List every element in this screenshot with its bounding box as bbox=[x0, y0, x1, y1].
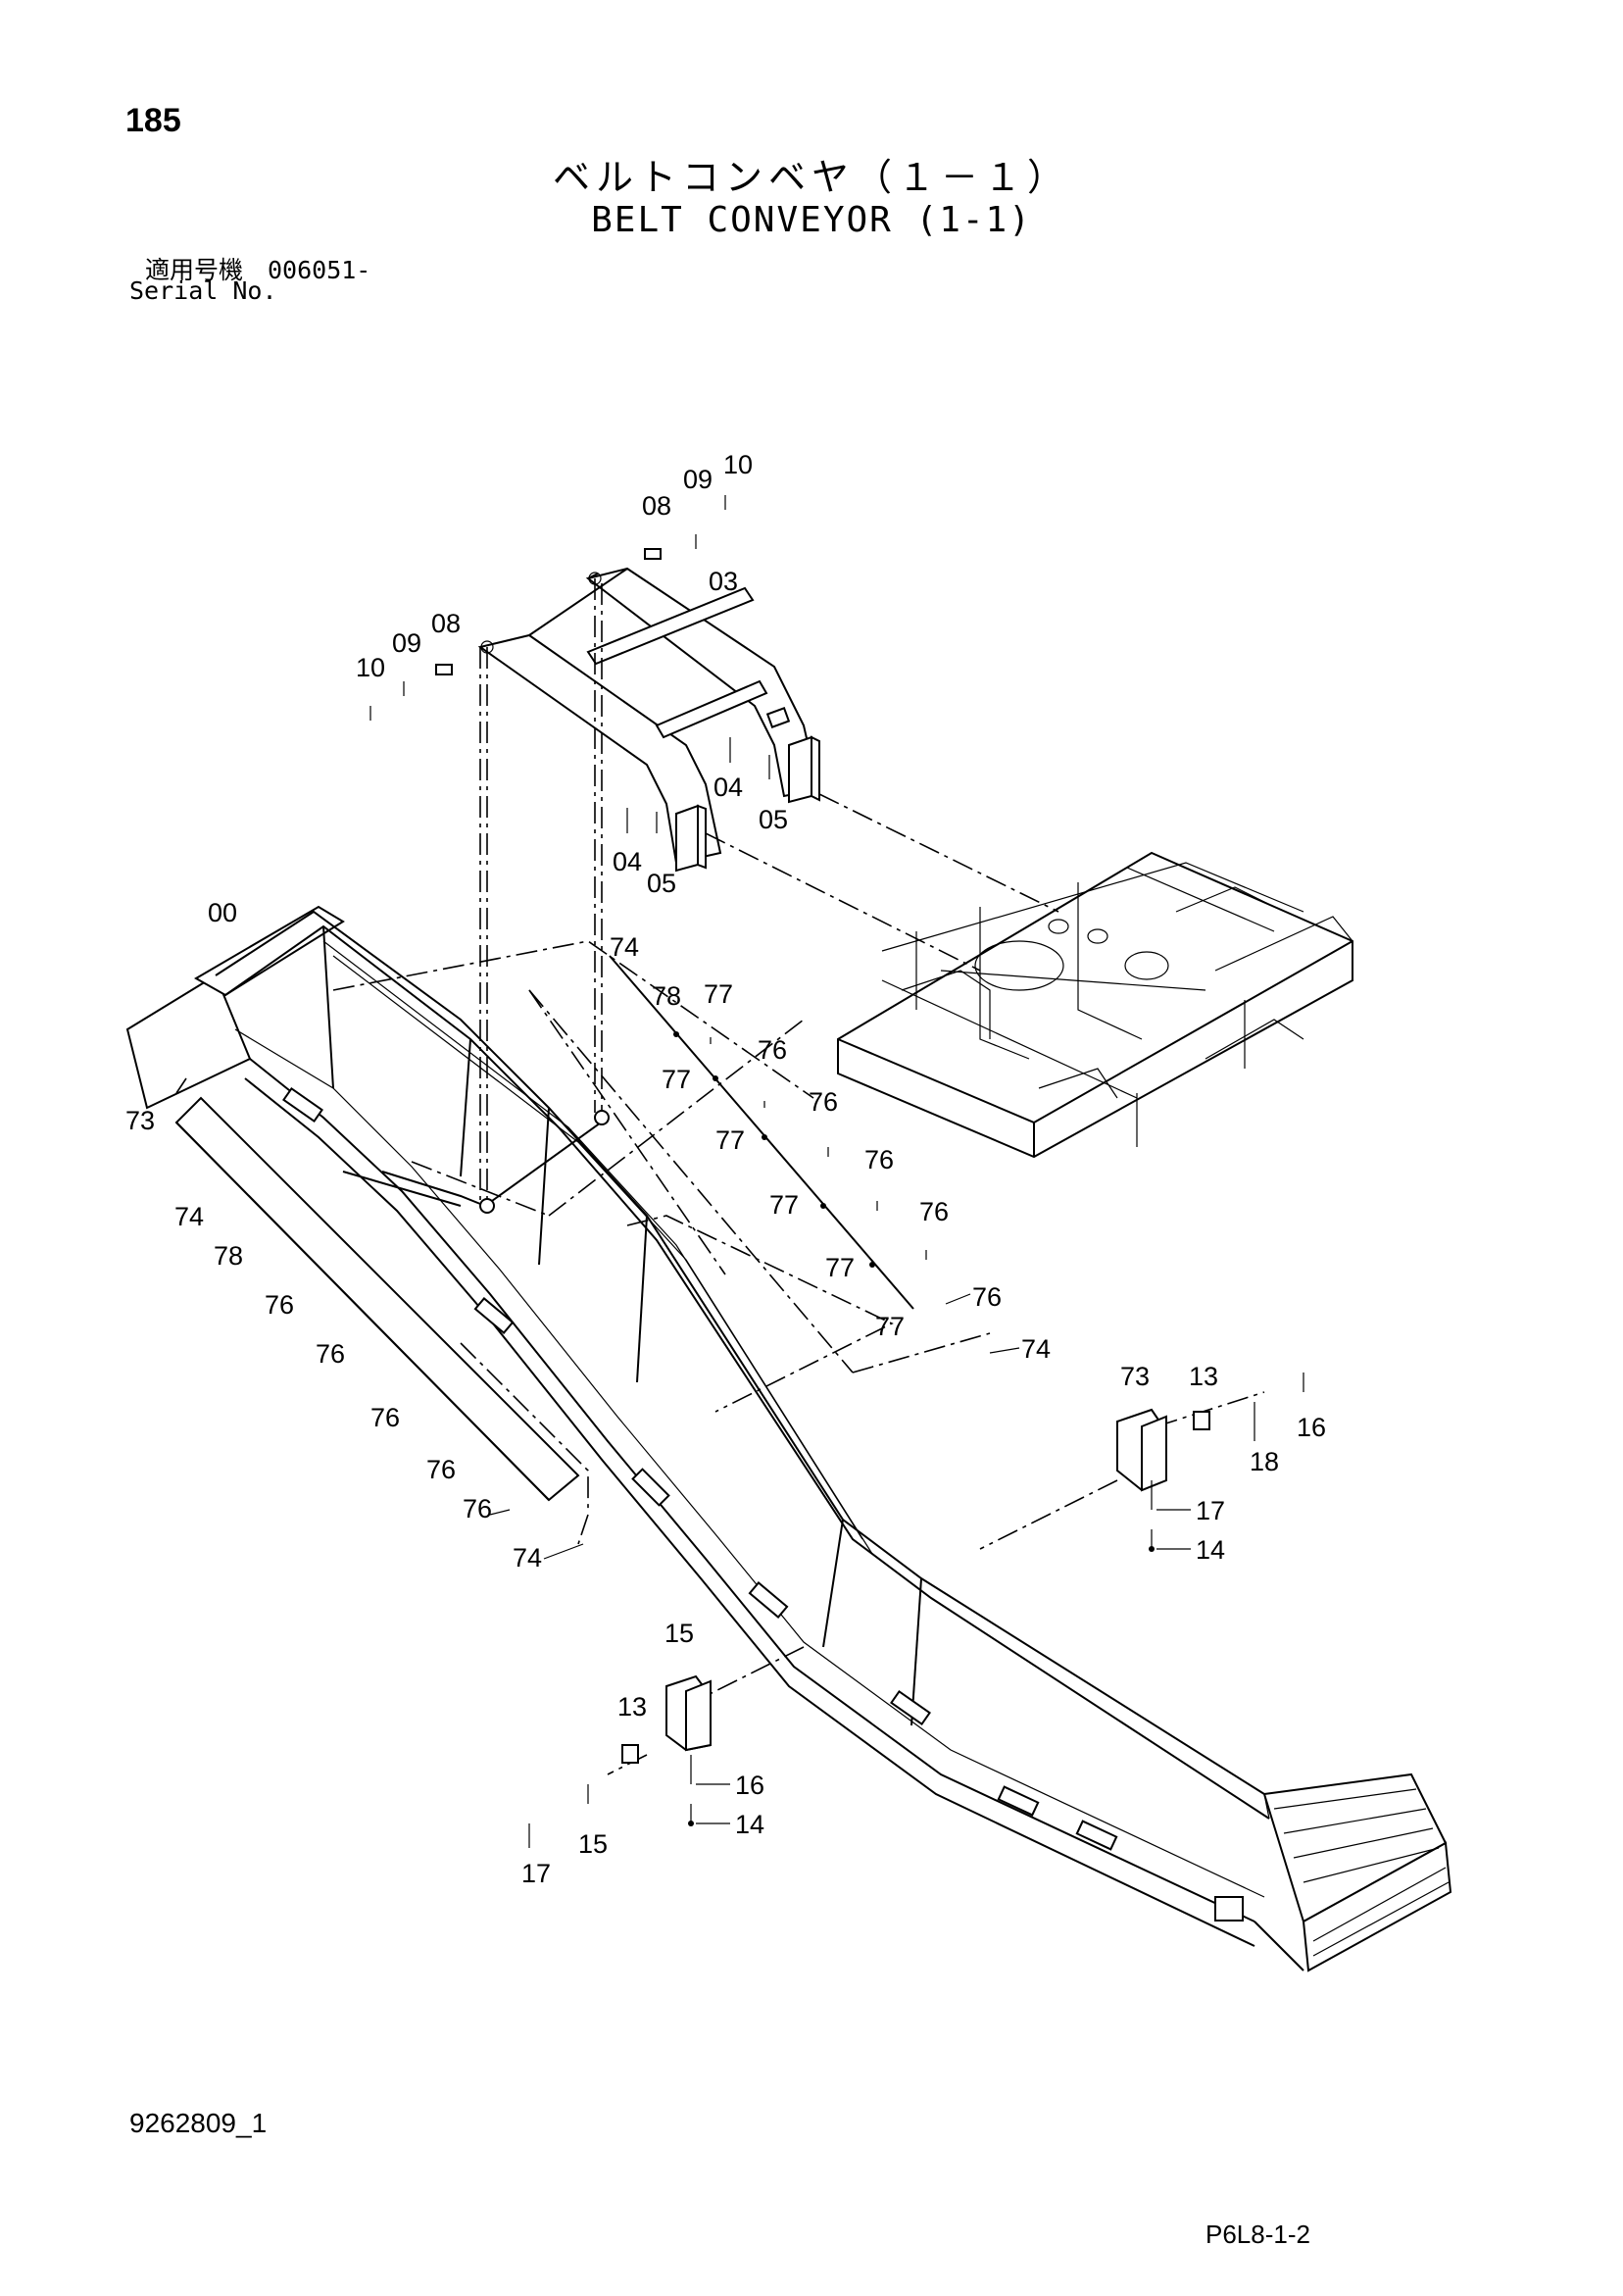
callout: 74 bbox=[174, 1202, 204, 1231]
callout: 15 bbox=[578, 1829, 608, 1859]
callout: 73 bbox=[1120, 1362, 1150, 1391]
callout-ticks bbox=[489, 1293, 1191, 1824]
callout: 78 bbox=[652, 981, 681, 1011]
callout: 74 bbox=[610, 932, 639, 962]
callout: 76 bbox=[463, 1494, 492, 1523]
page-number: 185 bbox=[125, 102, 181, 139]
callout: 04 bbox=[613, 847, 642, 876]
callout: 13 bbox=[617, 1692, 647, 1722]
callout: 76 bbox=[758, 1035, 787, 1065]
callout: 76 bbox=[370, 1403, 400, 1432]
support-stand bbox=[477, 567, 820, 873]
page-title-english: BELT CONVEYOR (1-1) bbox=[591, 200, 1032, 240]
brace-links bbox=[342, 578, 610, 1214]
callout: 77 bbox=[715, 1125, 745, 1155]
callout: 14 bbox=[1196, 1535, 1225, 1565]
callout: 16 bbox=[735, 1771, 764, 1800]
callout: 17 bbox=[521, 1859, 551, 1888]
leader-lines bbox=[175, 793, 1265, 1775]
callout: 77 bbox=[704, 979, 733, 1009]
callout: 18 bbox=[1250, 1447, 1279, 1476]
callout: 03 bbox=[709, 567, 738, 596]
page-title-japanese: ベルトコンベヤ（１－１） bbox=[552, 156, 1070, 199]
callout: 05 bbox=[647, 869, 676, 898]
callout: 78 bbox=[214, 1241, 243, 1271]
callout: 76 bbox=[972, 1282, 1002, 1312]
callout: 76 bbox=[265, 1290, 294, 1320]
callout: 77 bbox=[662, 1065, 691, 1094]
callout: 08 bbox=[642, 491, 671, 521]
serial-number-label: Serial No. bbox=[129, 276, 277, 305]
belt-strip-upper bbox=[609, 955, 927, 1310]
serial-applicable-label: 適用号機 006051- bbox=[145, 256, 371, 284]
callout: 00 bbox=[208, 898, 237, 927]
bracket-assembly-lower bbox=[528, 1674, 712, 1848]
callout: 74 bbox=[513, 1543, 542, 1572]
callout: 14 bbox=[735, 1810, 764, 1839]
callout: 05 bbox=[759, 805, 788, 834]
callout: 04 bbox=[713, 773, 743, 802]
callout: 10 bbox=[723, 450, 753, 479]
fasteners-top bbox=[369, 495, 770, 833]
callout: 17 bbox=[1196, 1496, 1225, 1525]
callout: 08 bbox=[431, 609, 461, 638]
callout: 76 bbox=[809, 1087, 838, 1117]
callout: 10 bbox=[356, 653, 385, 682]
bracket-assembly-right bbox=[1116, 1373, 1304, 1552]
callout: 76 bbox=[316, 1339, 345, 1369]
callout: 77 bbox=[769, 1190, 799, 1220]
callout-labels: 10 09 08 03 08 09 10 04 05 04 05 00 74 7… bbox=[125, 450, 1326, 1888]
callout: 13 bbox=[1189, 1362, 1218, 1391]
callout: 76 bbox=[426, 1455, 456, 1484]
callout: 09 bbox=[683, 465, 713, 494]
callout: 73 bbox=[125, 1106, 155, 1135]
callout: 74 bbox=[1021, 1334, 1051, 1364]
belt-strip-lower bbox=[174, 1096, 580, 1502]
callout: 76 bbox=[864, 1145, 894, 1174]
callout: 15 bbox=[664, 1619, 694, 1648]
document-number: 9262809_1 bbox=[129, 2108, 268, 2138]
page-code: P6L8-1-2 bbox=[1205, 2220, 1310, 2249]
conveyor-body bbox=[125, 905, 1452, 1972]
callout: 77 bbox=[825, 1253, 855, 1282]
callout: 76 bbox=[919, 1197, 949, 1226]
callout: 77 bbox=[875, 1312, 905, 1341]
callout: 09 bbox=[392, 628, 421, 658]
callout: 16 bbox=[1297, 1413, 1326, 1442]
chassis-frame bbox=[837, 851, 1353, 1159]
